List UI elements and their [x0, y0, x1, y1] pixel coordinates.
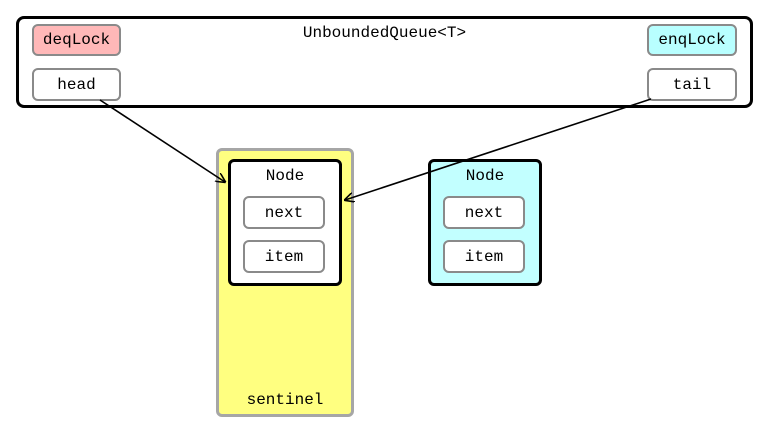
second-node-item-field: item: [443, 240, 525, 273]
head-field: head: [32, 68, 121, 101]
tail-field: tail: [647, 68, 737, 101]
queue-title: UnboundedQueue<T>: [302, 24, 467, 42]
sentinel-node-item-field: item: [243, 240, 325, 273]
second-node-title: Node: [465, 167, 505, 185]
sentinel-node-next-field: next: [243, 196, 325, 229]
sentinel-label: sentinel: [246, 391, 324, 409]
head-to-sentinel-arrow: [99, 99, 225, 182]
enq-lock-field: enqLock: [647, 24, 737, 56]
sentinel-node-title: Node: [265, 167, 305, 185]
second-node-next-field: next: [443, 196, 525, 229]
deq-lock-field: deqLock: [32, 24, 121, 56]
